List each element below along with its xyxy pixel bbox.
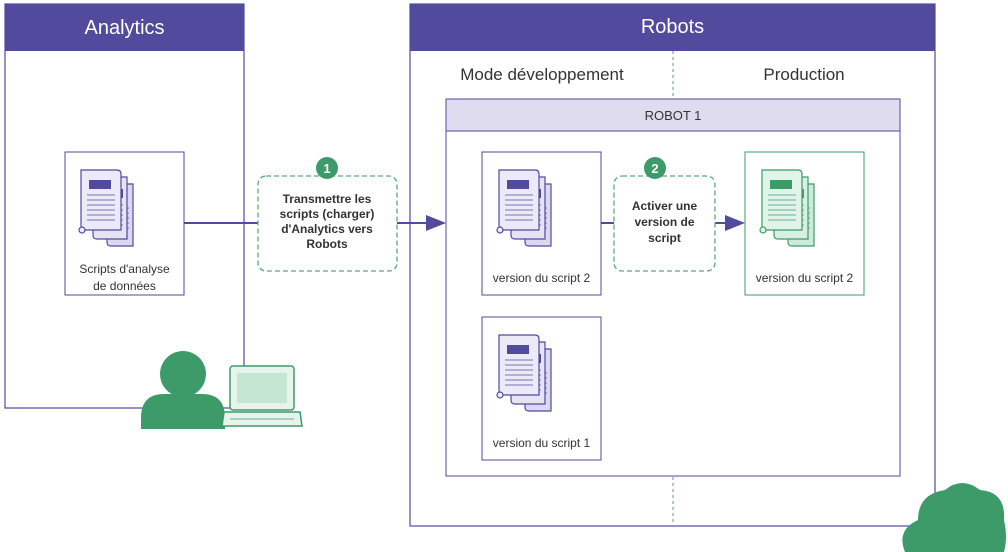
dev-script-box: version du script 1 (481, 316, 602, 461)
robot-title: ROBOT 1 (645, 108, 702, 123)
step-1-number: 1 (323, 161, 330, 176)
step-2-badge (644, 157, 666, 179)
step-2-box: 2 Activer une version de script (613, 157, 716, 272)
analytics-script-label-line1: Scripts d'analyse (79, 262, 170, 276)
robots-title: Robots (641, 16, 704, 38)
step-2-number: 2 (651, 161, 658, 176)
step-1-text-line: scripts (charger) (280, 207, 375, 221)
analytics-title: Analytics (84, 17, 164, 39)
dev-script-label: version du script 1 (493, 436, 591, 450)
cloud-icon (902, 483, 1006, 552)
analytics-panel: Analytics Scripts d'analyse de données (4, 3, 245, 409)
dev-script-box: version du script 2 (481, 151, 602, 296)
analytics-script-label-line2: de données (93, 279, 156, 293)
production-label: Production (763, 65, 844, 84)
step-1-box: 1 Transmettre les scripts (charger) d'An… (257, 157, 398, 272)
prod-script-label: version du script 2 (756, 271, 854, 285)
step-1-text-line: d'Analytics vers (281, 222, 373, 236)
step-1-text-line: Robots (306, 237, 348, 251)
prod-script-box: version du script 2 (744, 151, 865, 296)
analytics-script-box: Scripts d'analyse de données (64, 151, 185, 296)
step-2-text-line: script (648, 231, 681, 245)
laptop-icon (221, 365, 303, 427)
dev-script-label: version du script 2 (493, 271, 591, 285)
user-icon (141, 351, 225, 429)
step-1-badge (316, 157, 338, 179)
step-1-text-line: Transmettre les (283, 192, 372, 206)
step-2-text-line: version de (634, 215, 694, 229)
robots-panel: Robots Mode développement Production ROB… (409, 3, 936, 527)
dev-mode-label: Mode développement (460, 65, 624, 84)
step-2-text-line: Activer une (632, 199, 698, 213)
